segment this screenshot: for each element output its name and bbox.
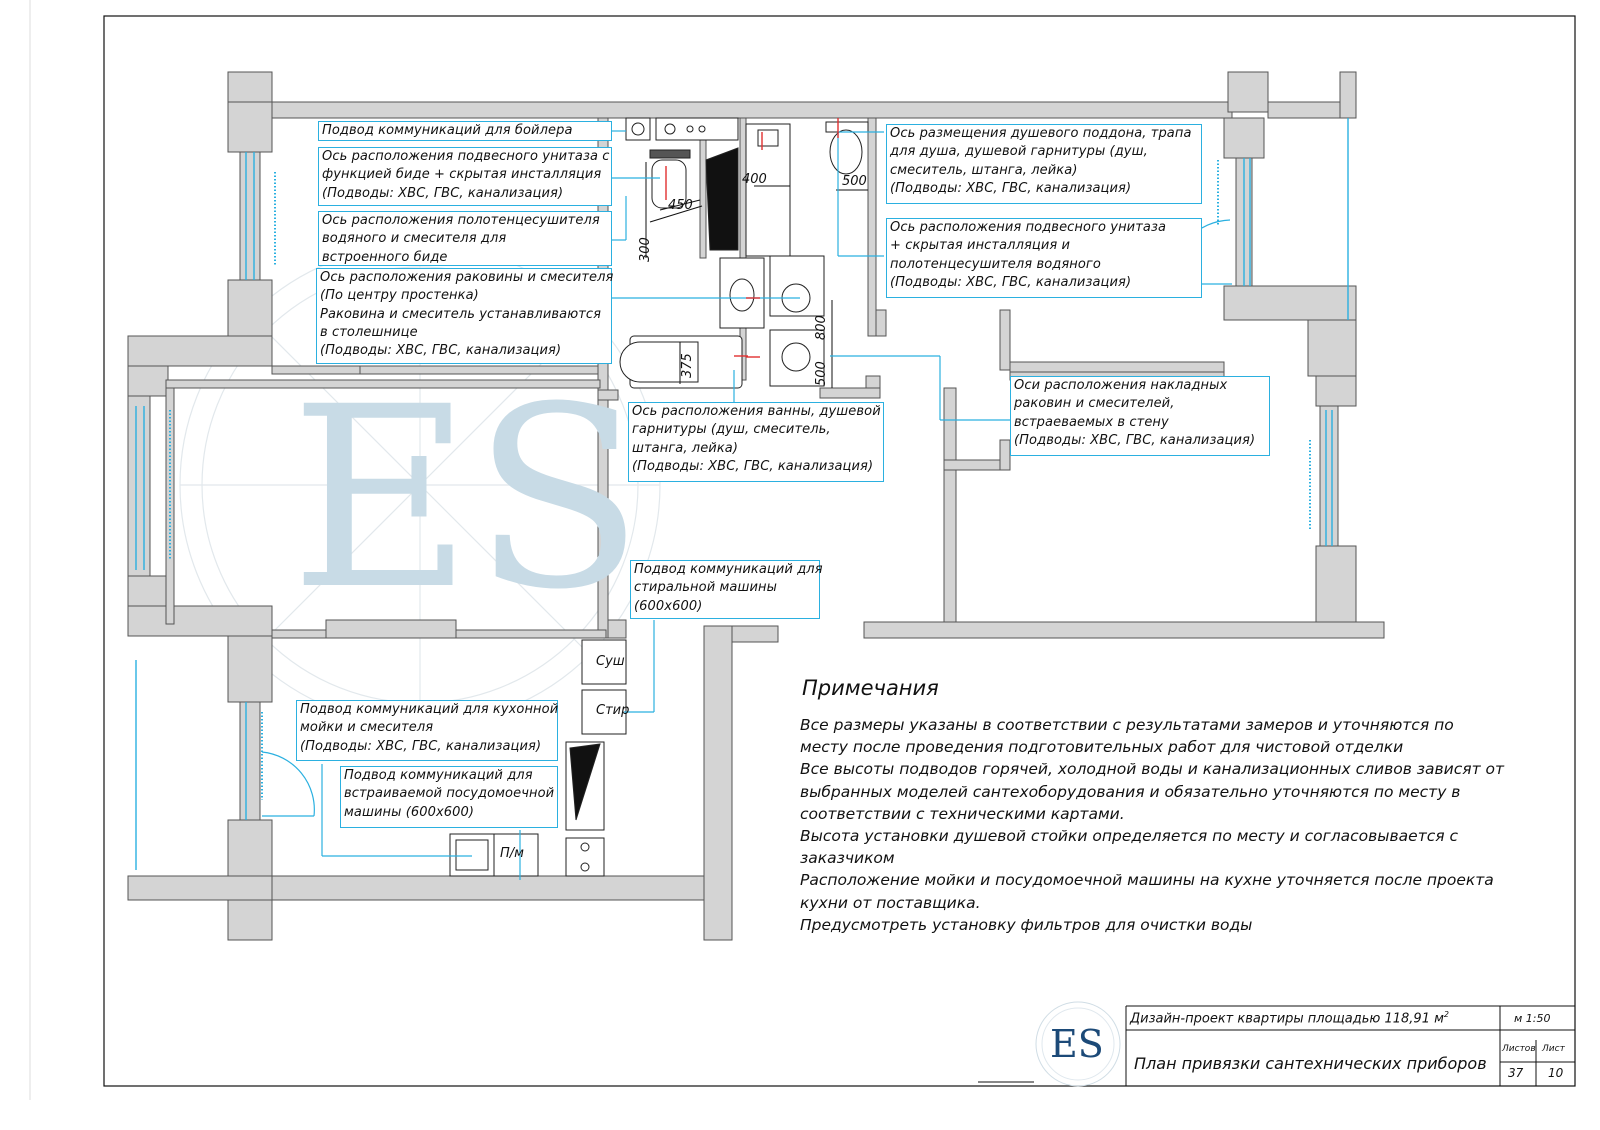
annotation-line: водяного и смесителя для bbox=[322, 231, 507, 247]
annotation-line: Ось расположения ванны, душевой bbox=[632, 404, 881, 419]
leader-lines bbox=[321, 130, 1010, 880]
annotation-line: для душа, душевой гарнитуры (душ, bbox=[890, 144, 1148, 160]
annotation-line: Подвод коммуникаций для bbox=[344, 768, 533, 783]
annotation-line: + скрытая инсталляция и bbox=[890, 238, 1071, 254]
annotation-line: (Подводы: ХВС, ГВС, канализация) bbox=[890, 180, 1132, 196]
sheet-frame bbox=[103, 15, 1576, 1087]
notes-title: Примечания bbox=[802, 676, 939, 700]
annotation-line: встраеваемых в стену bbox=[1014, 414, 1169, 430]
annotation-line: встроенного биде bbox=[322, 249, 448, 265]
dimension-500-bottom: 500 bbox=[814, 361, 829, 386]
radiators bbox=[169, 160, 1311, 800]
project-title-text: Дизайн-проект квартиры площадью 118,91 м bbox=[1130, 1011, 1444, 1027]
dryer-tag: Суш bbox=[596, 654, 625, 669]
note-line: Предусмотреть установку фильтров для очи… bbox=[800, 915, 1253, 934]
dimension-800: 800 bbox=[814, 315, 829, 340]
annotation-line: (По центру простенка) bbox=[320, 288, 479, 304]
page-label: Лист bbox=[1542, 1044, 1565, 1054]
annotation-line: Подвод коммуникаций для кухонной bbox=[300, 702, 559, 717]
annotation-line: смеситель, штанга, лейка) bbox=[890, 162, 1078, 178]
note-line: Расположение мойки и посудомоечной машин… bbox=[800, 871, 1494, 890]
note-line: соответствии с техническими картами. bbox=[800, 804, 1125, 823]
annotation-toilet-right: Ось расположения подвесного унитаза + ск… bbox=[886, 218, 1202, 298]
annotation-line: (Подводы: ХВС, ГВС, канализация) bbox=[890, 274, 1132, 290]
water-axis-marks bbox=[665, 118, 839, 358]
dimension-375: 375 bbox=[680, 353, 695, 378]
scale-label: м 1:50 bbox=[1514, 1012, 1551, 1025]
annotation-line: Оси расположения накладных bbox=[1014, 378, 1228, 393]
title-block bbox=[978, 1001, 1575, 1087]
annotation-line: Подвод коммуникаций для бойлера bbox=[322, 123, 573, 138]
dimension-400: 400 bbox=[742, 172, 767, 187]
annotation-wall-basins: Оси расположения накладных раковин и сме… bbox=[1010, 376, 1270, 456]
windows bbox=[135, 118, 1349, 870]
annotation-line: раковин и смесителей, bbox=[1014, 396, 1175, 412]
annotation-line: Раковина и смеситель устанавливаются bbox=[320, 306, 602, 322]
annotation-boiler: Подвод коммуникаций для бойлера bbox=[318, 121, 612, 141]
annotation-line: (Подводы: ХВС, ГВС, канализация) bbox=[322, 185, 564, 201]
note-line: месту после проведения подготовительных … bbox=[800, 738, 1404, 757]
annotation-line: (600х600) bbox=[634, 598, 703, 614]
sheets-total: 37 bbox=[1508, 1066, 1524, 1080]
annotation-line: (Подводы: ХВС, ГВС, канализация) bbox=[1014, 432, 1256, 448]
title-block-logo: ES bbox=[1050, 1022, 1104, 1066]
annotation-line: Подвод коммуникаций для bbox=[634, 562, 823, 577]
annotation-bath: Ось расположения ванны, душевой гарнитур… bbox=[628, 402, 884, 482]
note-line: Все размеры указаны в соответствии с рез… bbox=[800, 716, 1454, 734]
annotation-towel-warmer-left: Ось расположения полотенцесушителя водян… bbox=[318, 211, 612, 266]
sheet-title: План привязки сантехнических приборов bbox=[1134, 1054, 1487, 1073]
annotation-line: функцией биде + скрытая инсталляция bbox=[322, 167, 602, 183]
project-title-sup: 2 bbox=[1443, 1010, 1450, 1019]
dimension-450: 450 bbox=[668, 198, 693, 213]
walls bbox=[127, 71, 1385, 941]
note-line: кухни от поставщика. bbox=[800, 893, 981, 912]
page-number: 10 bbox=[1548, 1066, 1564, 1080]
annotation-line: машины (600х600) bbox=[344, 804, 475, 820]
washer-tag: Стир bbox=[596, 703, 630, 718]
annotation-line: (Подводы: ХВС, ГВС, канализация) bbox=[300, 738, 542, 754]
annotation-line: Ось расположения полотенцесушителя bbox=[322, 213, 600, 228]
annotation-line: (Подводы: ХВС, ГВС, канализация) bbox=[632, 458, 874, 474]
fixtures bbox=[449, 117, 869, 877]
annotation-line: полотенцесушителя водяного bbox=[890, 256, 1101, 272]
annotation-dishwasher: Подвод коммуникаций для встраиваемой пос… bbox=[340, 766, 558, 828]
sheets-label: Листов bbox=[1502, 1044, 1536, 1054]
note-line: заказчиком bbox=[800, 849, 895, 868]
dimension-300: 300 bbox=[638, 237, 653, 262]
annotation-line: штанга, лейка) bbox=[632, 440, 739, 456]
annotation-line: стиральной машины bbox=[634, 580, 777, 596]
annotation-line: Ось расположения подвесного унитаза bbox=[890, 220, 1167, 235]
note-line: Высота установки душевой стойки определя… bbox=[800, 827, 1459, 846]
annotation-line: в столешнице bbox=[320, 324, 418, 340]
note-line: выбранных моделей сантехоборудования и о… bbox=[800, 782, 1461, 801]
project-title: Дизайн-проект квартиры площадью 118,91 м… bbox=[1130, 1010, 1449, 1026]
annotation-line: Ось размещения душевого поддона, трапа bbox=[890, 126, 1192, 141]
annotation-line: мойки и смесителя bbox=[300, 720, 434, 736]
annotation-washing-machine: Подвод коммуникаций для стиральной машин… bbox=[630, 560, 823, 619]
notes: Все размеры указаны в соответствии с рез… bbox=[800, 714, 1560, 936]
dimension-500-top: 500 bbox=[842, 174, 867, 189]
annotation-washbasin: Ось расположения раковины и смесителя (П… bbox=[316, 268, 614, 364]
note-line: Все высоты подводов горячей, холодной во… bbox=[800, 760, 1505, 779]
dishwasher-tag: П/м bbox=[500, 846, 524, 861]
annotation-line: Ось расположения раковины и смесителя bbox=[320, 270, 614, 285]
annotation-line: встраиваемой посудомоечной bbox=[344, 786, 555, 802]
watermark-text: ES bbox=[290, 353, 644, 644]
annotation-bidet-toilet: Ось расположения подвесного унитаза с фу… bbox=[318, 147, 612, 206]
annotation-line: Ось расположения подвесного унитаза с bbox=[322, 149, 610, 164]
annotation-kitchen-sink: Подвод коммуникаций для кухонной мойки и… bbox=[296, 700, 558, 761]
annotation-line: (Подводы: ХВС, ГВС, канализация) bbox=[320, 343, 562, 359]
annotation-shower-tray: Ось размещения душевого поддона, трапа д… bbox=[886, 124, 1202, 204]
annotation-line: гарнитуры (душ, смеситель, bbox=[632, 422, 831, 438]
